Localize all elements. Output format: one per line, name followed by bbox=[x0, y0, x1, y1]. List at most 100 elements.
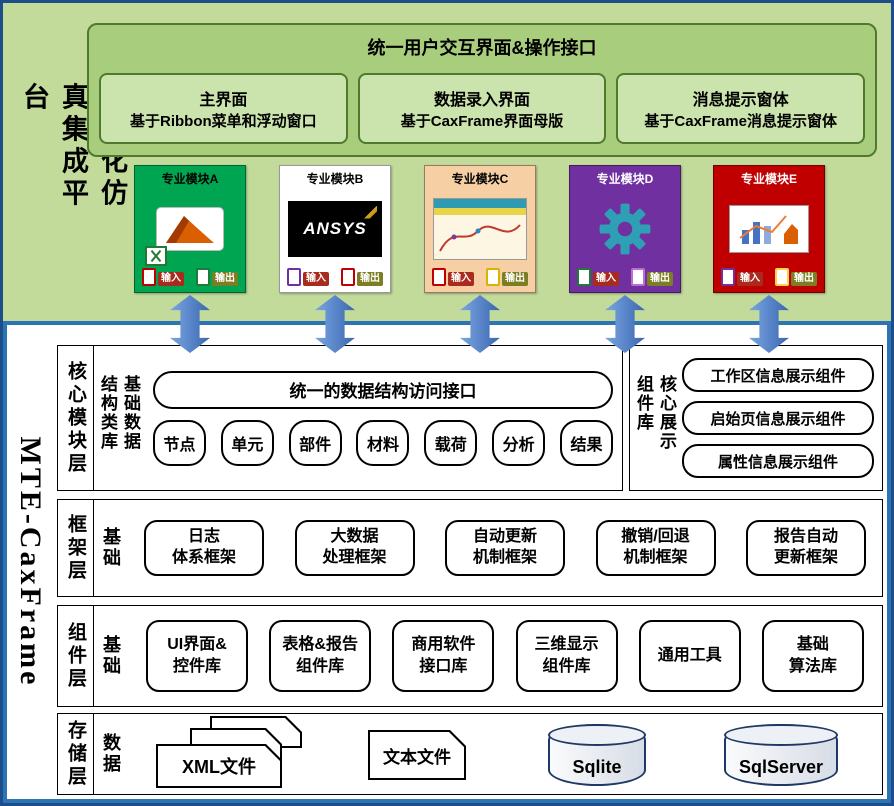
module-a: 专业模块A 输入 输出 bbox=[134, 165, 246, 293]
component-sub-label-text: 基础 bbox=[101, 635, 121, 677]
box-line1: 大数据 bbox=[330, 528, 379, 546]
input-group: 输入 bbox=[577, 268, 619, 286]
module-io: 输入 输出 bbox=[135, 268, 245, 292]
framework-box: 撤销/回退 机制框架 bbox=[595, 520, 716, 576]
display-group-label-text: 核心展示组件库 bbox=[634, 375, 676, 451]
main-interface-box: 主界面 基于Ribbon菜单和浮动窗口 bbox=[99, 73, 348, 144]
framework-boxes: 日志 体系框架 大数据 处理框架 自动更新 机制框架 撤销/回退 机制框架 报告… bbox=[128, 500, 882, 596]
platform-section: 专业化仿真集成平台 统一用户交互界面&操作接口 主界面 基于Ribbon菜单和浮… bbox=[3, 3, 891, 321]
core-module-layer: 核心模块层 基础数据结构类库 统一的数据结构访问接口 节点 单元 部件 材料 载… bbox=[57, 345, 623, 491]
ui-panel-boxes: 主界面 基于Ribbon菜单和浮动窗口 数据录入界面 基于CaxFrame界面母… bbox=[99, 73, 866, 144]
workbench-screenshot-icon bbox=[425, 189, 535, 268]
framework-sub-label-text: 基础 bbox=[101, 527, 121, 569]
sqlite-database-icon: Sqlite bbox=[548, 724, 646, 786]
box-line1: 表格&报告 bbox=[282, 636, 358, 654]
component-layer: 组件层 基础 UI界面& 控件库 表格&报告 组件库 商用软件 接口库 bbox=[57, 605, 883, 707]
box-line2: 处理框架 bbox=[322, 549, 387, 566]
box-line2: 更新框架 bbox=[773, 549, 838, 566]
component-box: 通用工具 bbox=[638, 620, 741, 692]
component-layer-name-text: 组件层 bbox=[65, 621, 86, 691]
module-b-label: 专业模块B bbox=[306, 172, 364, 186]
core-layer-name: 核心模块层 bbox=[58, 346, 94, 490]
output-label: 输出 bbox=[502, 272, 528, 286]
framework-title-text: MTE-CaxFrame bbox=[14, 436, 47, 688]
output-label: 输出 bbox=[647, 272, 673, 286]
input-label: 输入 bbox=[593, 272, 619, 286]
component-box: 三维显示 组件库 bbox=[515, 620, 618, 692]
module-c-label: 专业模块C bbox=[451, 172, 509, 186]
output-group: 输出 bbox=[341, 268, 383, 286]
xml-files-label: XML文件 bbox=[158, 746, 280, 786]
box-line2: 机制框架 bbox=[623, 549, 688, 566]
caxframe-section: MTE-CaxFrame 核心模块层 基础数据结构类库 统一的数据结构访问接口 … bbox=[3, 321, 891, 803]
ansys-gold-mark-icon bbox=[364, 205, 377, 219]
module-d: 专业模块D 输 bbox=[569, 165, 681, 293]
display-item: 启始页信息展示组件 bbox=[682, 401, 874, 435]
component-box: UI界面& 控件库 bbox=[146, 620, 248, 692]
box-line2: 算法库 bbox=[788, 658, 837, 675]
data-item: 分析 bbox=[492, 419, 546, 466]
module-a-label: 专业模块A bbox=[161, 172, 219, 186]
box-line1: UI界面& bbox=[167, 636, 227, 654]
data-item: 材料 bbox=[356, 419, 410, 466]
input-label: 输入 bbox=[303, 272, 329, 286]
box-line1: 通用工具 bbox=[657, 647, 722, 665]
box-line2: 体系框架 bbox=[171, 549, 236, 566]
sqlite-label: Sqlite bbox=[572, 757, 622, 777]
component-box: 表格&报告 组件库 bbox=[269, 620, 372, 692]
box-line1: 消息提示窗体 bbox=[692, 92, 789, 109]
box-line1: 三维显示 bbox=[534, 636, 599, 654]
box-line1: 撤销/回退 bbox=[621, 528, 690, 546]
output-label: 输出 bbox=[357, 272, 383, 286]
input-label: 输入 bbox=[737, 272, 763, 286]
ui-panel-title: 统一用户交互界面&操作接口 bbox=[367, 38, 597, 58]
matlab-logo-icon bbox=[135, 189, 245, 268]
module-io: 输入 输出 bbox=[425, 268, 535, 292]
chart-screenshot-icon bbox=[714, 189, 824, 268]
input-document-icon bbox=[432, 268, 446, 286]
matlab-box bbox=[157, 207, 223, 250]
data-interface-box: 统一的数据结构访问接口 bbox=[153, 370, 613, 409]
module-d-label: 专业模块D bbox=[596, 172, 654, 186]
window-toolbar bbox=[434, 207, 526, 215]
box-line1: 商用软件 bbox=[411, 636, 476, 654]
data-entry-interface-box: 数据录入界面 基于CaxFrame界面母版 bbox=[357, 73, 607, 144]
input-document-icon bbox=[142, 268, 156, 286]
data-item: 节点 bbox=[153, 419, 206, 466]
storage-layer-name-text: 存储层 bbox=[65, 719, 86, 789]
input-document-icon bbox=[577, 268, 591, 286]
framework-box: 大数据 处理框架 bbox=[294, 520, 415, 576]
data-item: 部件 bbox=[288, 419, 342, 466]
input-group: 输入 bbox=[142, 268, 184, 286]
message-window-box: 消息提示窗体 基于CaxFrame消息提示窗体 bbox=[616, 73, 866, 144]
component-box: 商用软件 接口库 bbox=[392, 620, 495, 692]
framework-box: 自动更新 机制框架 bbox=[445, 520, 565, 576]
input-document-icon bbox=[721, 268, 735, 286]
module-io: 输入 输出 bbox=[280, 268, 390, 292]
output-document-icon bbox=[341, 268, 355, 286]
box-line2: 组件库 bbox=[542, 658, 591, 675]
box-line1: 自动更新 bbox=[472, 528, 537, 546]
box-line1: 报告自动 bbox=[773, 528, 838, 546]
cylinder-top bbox=[724, 724, 838, 746]
cylinder-top bbox=[548, 724, 646, 746]
framework-title: MTE-CaxFrame bbox=[13, 437, 47, 688]
data-items: 节点 单元 部件 材料 载荷 分析 结果 bbox=[153, 419, 613, 466]
core-display-component-library: 核心展示组件库 工作区信息展示组件 启始页信息展示组件 属性信息展示组件 bbox=[629, 345, 883, 491]
component-box: 基础 算法库 bbox=[761, 620, 864, 692]
text-file-icon: 文本文件 bbox=[368, 730, 466, 780]
input-group: 输入 bbox=[432, 268, 474, 286]
excel-icon bbox=[145, 246, 167, 266]
ansys-box: ANSYS bbox=[288, 200, 382, 257]
box-line1: 日志 bbox=[187, 528, 220, 546]
sqlserver-database-icon: SqlServer bbox=[724, 724, 838, 786]
module-io: 输入 输出 bbox=[570, 268, 680, 292]
data-structure-group-label-text: 基础数据结构类库 bbox=[98, 375, 140, 451]
ansys-logo-text: ANSYS bbox=[303, 218, 367, 238]
box-line1: 数据录入界面 bbox=[434, 92, 531, 109]
input-group: 输入 bbox=[287, 268, 329, 286]
output-group: 输出 bbox=[486, 268, 528, 286]
component-sub-label: 基础 bbox=[94, 606, 128, 706]
component-boxes: UI界面& 控件库 表格&报告 组件库 商用软件 接口库 三维显示 组件库 通用… bbox=[128, 606, 882, 706]
storage-sub-label: 数据 bbox=[94, 714, 128, 794]
